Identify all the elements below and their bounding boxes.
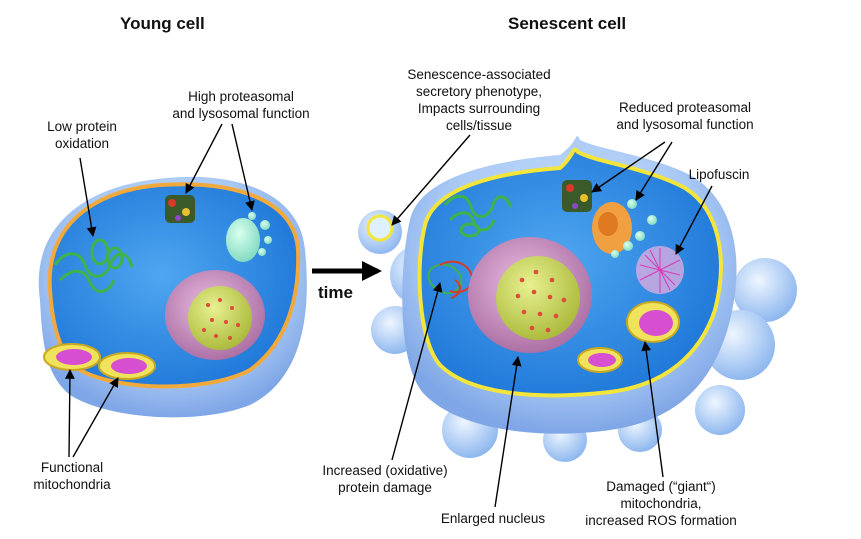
senescent-er [443, 194, 513, 238]
senescent-proteasome [562, 180, 592, 212]
label-sasp: Senescence-associated secretory phenotyp… [407, 67, 551, 133]
senescent-cell-title: Senescent cell [508, 14, 627, 33]
young-cell-title: Young cell [120, 14, 205, 33]
senescent-lysosomes [592, 199, 657, 258]
senescent-cell [358, 135, 797, 462]
label-high-proteasomal: High proteasomal and lysosomal function [172, 89, 310, 121]
young-er [53, 238, 134, 293]
young-lysosomes [226, 212, 272, 262]
label-functional-mitochondria: Functional mitochondria [33, 460, 111, 492]
label-reduced-proteasomal: Reduced proteasomal and lysosomal functi… [616, 100, 754, 132]
label-low-protein-oxidation: Low protein oxidation [47, 119, 117, 151]
senescent-mitochondria [577, 301, 680, 373]
bleb-right [733, 258, 797, 322]
young-nucleus [165, 270, 265, 360]
time-label: time [318, 283, 353, 302]
young-mitochondria [43, 343, 156, 380]
label-protein-damage: Increased (oxidative) protein damage [322, 463, 448, 495]
label-lipofuscin: Lipofuscin [688, 167, 750, 182]
young-proteasome [165, 195, 195, 223]
young-cell [38, 176, 307, 418]
label-enlarged-nucleus: Enlarged nucleus [440, 511, 546, 526]
annotation-arrows [64, 123, 713, 508]
senescent-nucleus [468, 237, 592, 353]
label-damaged-mitochondria: Damaged (“giant“) mitochondria, increase… [585, 479, 737, 528]
senescent-lipofuscin [636, 246, 684, 294]
